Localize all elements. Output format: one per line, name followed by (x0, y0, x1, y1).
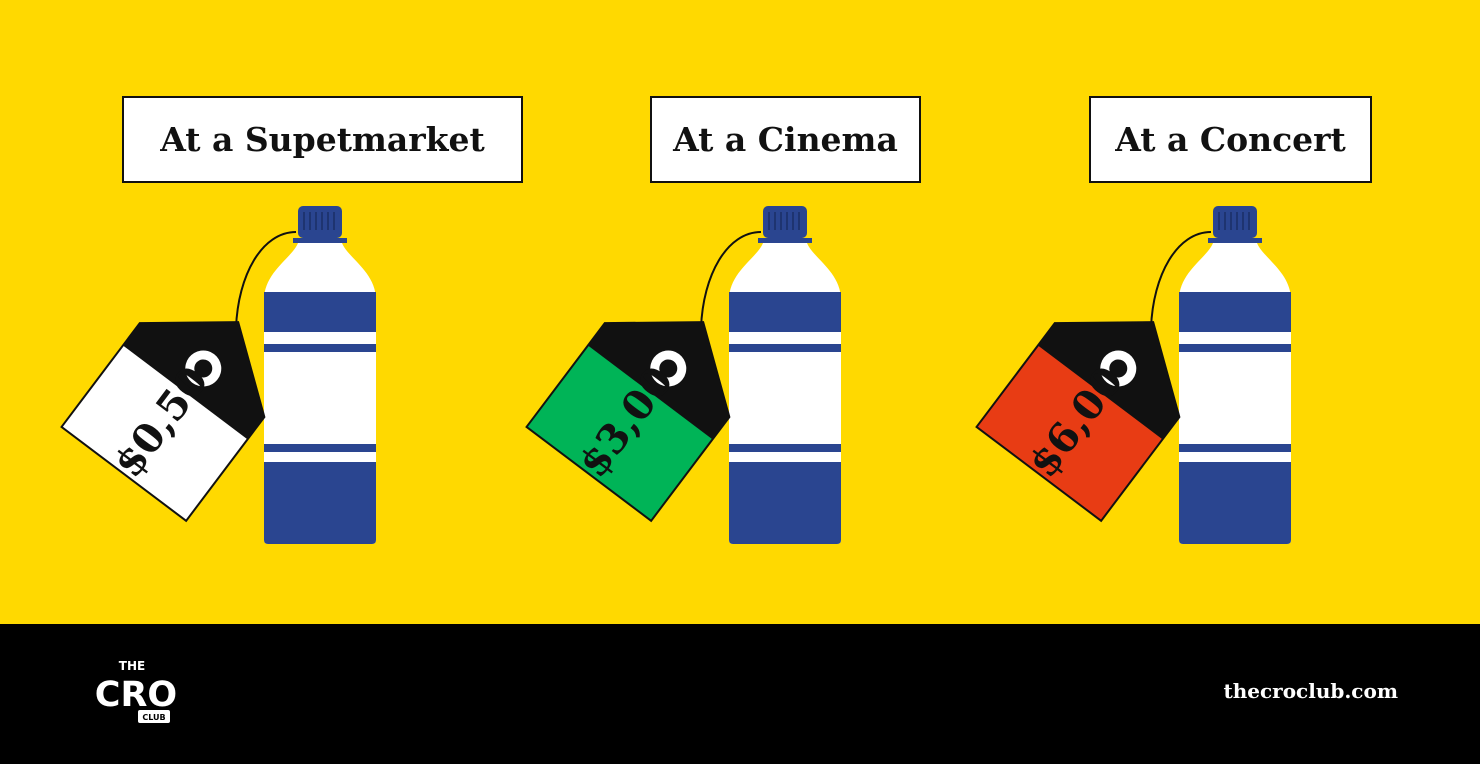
label-cinema: At a Cinema (650, 96, 921, 183)
bottle-1 (263, 205, 377, 545)
footer: THE CRO CLUB thecroclub.com (0, 624, 1480, 764)
site-url[interactable]: thecroclub.com (1223, 679, 1398, 703)
label-concert: At a Concert (1089, 96, 1372, 183)
label-supermarket: At a Supetmarket (122, 96, 523, 183)
bottle-2 (728, 205, 842, 545)
logo-club: CLUB (142, 713, 165, 722)
logo-the: THE (119, 659, 145, 673)
bottle-3 (1178, 205, 1292, 545)
price-illustration: $0,50 $3,00 $6,00 (60, 205, 1292, 545)
cro-club-logo[interactable]: THE CRO CLUB (88, 656, 188, 736)
logo-cro: CRO (95, 675, 177, 715)
